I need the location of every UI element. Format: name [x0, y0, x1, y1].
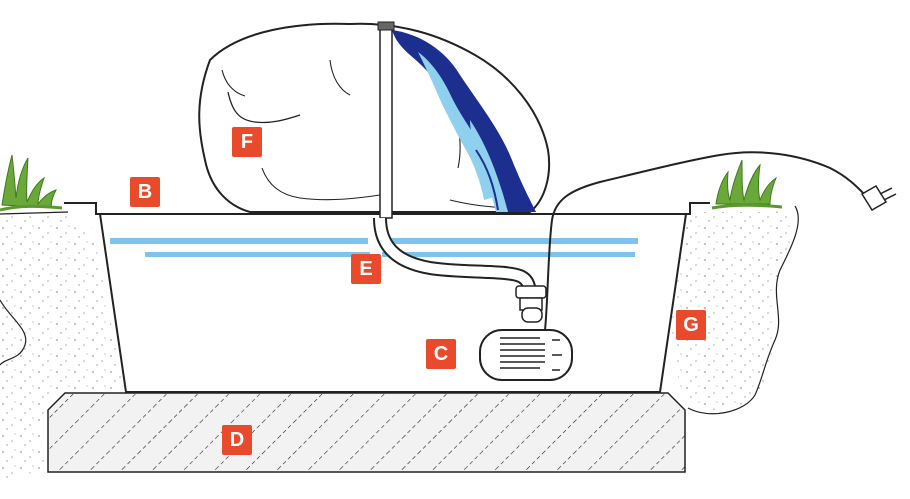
power-cord	[544, 151, 897, 331]
pump-tube	[373, 217, 537, 301]
right-soil	[660, 205, 799, 415]
waterfall	[392, 30, 536, 212]
left-soil	[0, 211, 125, 480]
label-e: E	[351, 254, 381, 284]
label-b: B	[130, 177, 160, 207]
label-c: C	[426, 339, 456, 369]
concrete-base	[47, 392, 686, 473]
grass-left	[0, 154, 63, 212]
water-lines	[110, 238, 638, 257]
pump	[479, 285, 573, 381]
label-g: G	[676, 310, 706, 340]
label-f: F	[232, 127, 262, 157]
label-d: D	[222, 425, 252, 455]
grass-right	[711, 159, 783, 210]
riser-pipe	[377, 21, 395, 219]
rock	[198, 22, 551, 213]
